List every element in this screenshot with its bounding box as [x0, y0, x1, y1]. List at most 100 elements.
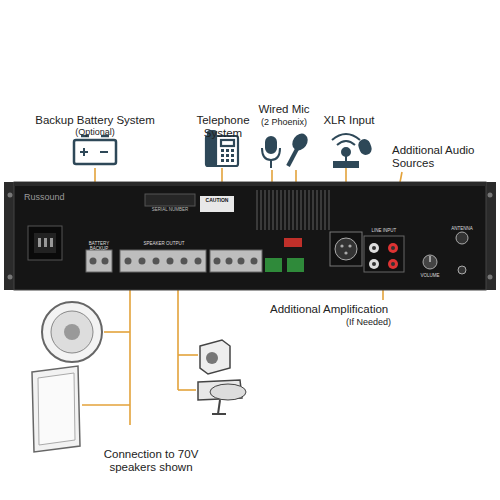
xlr-mic-icon — [337, 141, 355, 145]
rear-panel — [488, 193, 493, 198]
brand-name: Russound — [24, 192, 84, 202]
terminal-block — [181, 258, 188, 265]
callout-title: Wired Mic — [252, 103, 316, 116]
rca-jack — [388, 259, 398, 269]
volume-knob — [423, 255, 437, 269]
power-inlet — [34, 233, 56, 253]
panel-text: VOLUME — [414, 273, 446, 278]
horn-speaker — [212, 413, 226, 415]
telephone-icon — [221, 159, 224, 162]
box-speaker — [200, 340, 230, 374]
rear-panel — [255, 190, 331, 230]
rear-panel — [8, 275, 13, 280]
xlr-jack — [330, 232, 362, 266]
antenna-jack — [458, 266, 466, 274]
rca-jack — [372, 262, 376, 266]
xlr-mic-icon — [334, 162, 358, 167]
panel-text: CAUTION — [200, 198, 234, 204]
xlr-jack — [330, 232, 362, 266]
rca-jack — [364, 236, 404, 272]
horn-speaker — [210, 384, 246, 400]
terminal-block — [86, 250, 112, 272]
microphone-icon — [266, 137, 276, 153]
horn-speaker — [198, 380, 246, 414]
serial-plate — [145, 194, 195, 206]
power-inlet — [38, 238, 41, 247]
xlr-mic-icon — [332, 134, 372, 167]
phoenix-connector — [287, 258, 304, 272]
rca-jack — [364, 236, 404, 272]
rear-panel — [4, 182, 496, 290]
terminal-block — [238, 258, 245, 265]
xlr-mic-icon — [332, 134, 360, 140]
power-inlet — [28, 226, 62, 260]
battery-icon — [100, 151, 108, 153]
phoenix-connector — [284, 238, 302, 247]
terminal-block — [153, 258, 160, 265]
ceiling-speaker — [42, 302, 102, 362]
xlr-jack — [348, 244, 351, 247]
callout-title: Additional Audio Sources — [392, 144, 482, 170]
microphone-icon — [262, 132, 310, 168]
terminal-block — [90, 258, 97, 265]
rca-jack — [391, 246, 395, 250]
telephone-icon — [221, 149, 224, 152]
callout-title: Connection to 70V speakers shown — [86, 448, 216, 474]
power-inlet — [50, 238, 53, 247]
battery-icon — [74, 136, 116, 164]
panel-text: SERIAL NUMBER — [145, 207, 195, 212]
rca-jack — [369, 243, 379, 253]
xlr-jack — [340, 244, 343, 247]
microphone-icon — [288, 149, 297, 166]
rca-jack — [388, 243, 398, 253]
terminal-block — [125, 258, 132, 265]
speaker-wire — [178, 389, 196, 391]
horn-speaker — [218, 400, 220, 414]
speaker-wire — [82, 404, 130, 406]
serial-plate — [200, 196, 234, 212]
power-inlet — [44, 238, 47, 247]
terminal-block — [226, 258, 233, 265]
rca-jack — [369, 259, 379, 269]
terminal-block — [86, 250, 262, 272]
rca-jack — [372, 246, 376, 250]
volume-knob — [423, 255, 437, 269]
rca-jack — [391, 262, 395, 266]
battery-icon — [83, 148, 85, 156]
xlr-jack — [344, 251, 347, 254]
callout-title: Telephone System — [180, 114, 266, 140]
terminal-block — [251, 258, 258, 265]
speaker-wire — [178, 354, 198, 356]
terminal-block — [167, 258, 174, 265]
volume-knob — [430, 256, 431, 262]
telephone-icon — [221, 149, 234, 162]
panel-text: SPEAKER OUTPUT — [124, 241, 204, 246]
battery-icon — [74, 140, 116, 164]
telephone-icon — [226, 149, 229, 152]
ceiling-speaker — [64, 324, 80, 340]
rear-panel — [14, 182, 486, 290]
terminal-block — [195, 258, 202, 265]
callout-note: (2 Phoenix) — [252, 117, 316, 127]
speaker-wire — [104, 331, 130, 333]
phoenix-connector — [265, 238, 304, 272]
wall-speaker — [38, 373, 75, 445]
xlr-mic-icon — [342, 148, 350, 156]
callout-note: (If Needed) — [346, 317, 416, 327]
xlr-mic-icon — [358, 139, 372, 156]
antenna-jack — [456, 232, 468, 274]
terminal-block — [139, 258, 146, 265]
ceiling-speaker — [42, 302, 102, 362]
antenna-jack — [456, 232, 468, 244]
panel-text: ANTENNA — [446, 226, 478, 231]
microphone-icon — [270, 160, 272, 168]
telephone-icon — [221, 154, 224, 157]
callout-title: Additional Amplification — [270, 303, 420, 316]
wall-speaker — [32, 366, 80, 452]
terminal-block — [210, 250, 262, 272]
telephone-icon — [221, 140, 234, 146]
microphone-icon — [290, 132, 309, 152]
xlr-jack — [335, 238, 357, 260]
wall-speaker — [32, 366, 80, 452]
